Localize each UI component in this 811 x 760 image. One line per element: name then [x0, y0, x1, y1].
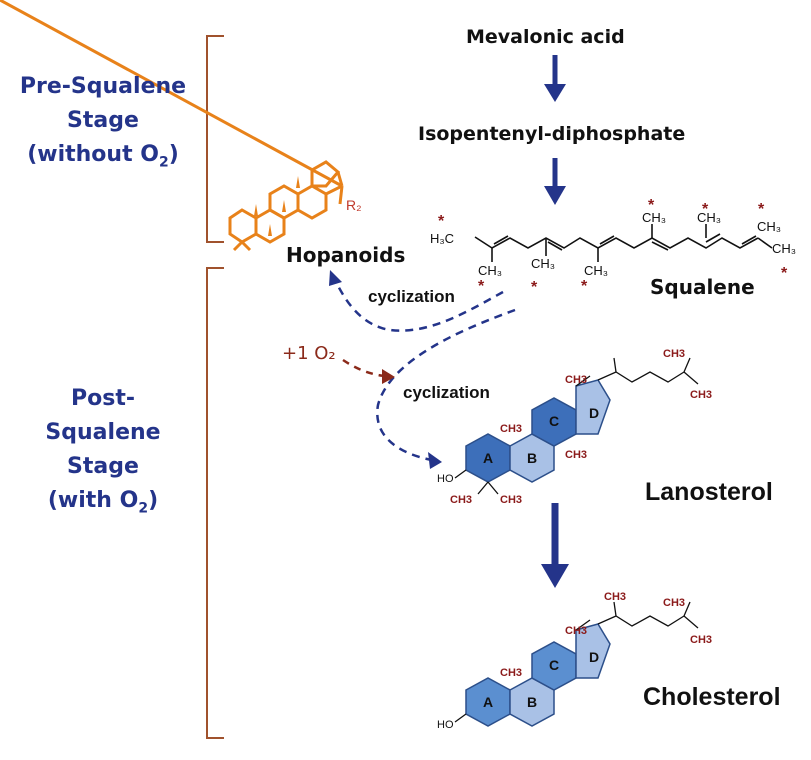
star-2: * [478, 278, 485, 295]
oxygen-label: +1 O₂ [282, 343, 336, 364]
svg-text:CH3: CH3 [500, 423, 522, 435]
pre-squalene-stage-label: Pre-Squalene Stage (without O2) [19, 74, 187, 171]
svg-text:CH3: CH3 [565, 374, 587, 386]
star-3: * [531, 279, 538, 296]
arrow-lanosterol-to-cholesterol [541, 503, 569, 588]
squalene-ch3-3: CH₃ [584, 263, 608, 278]
star-5: * [648, 197, 655, 214]
hopanoids-label: Hopanoids [286, 243, 406, 267]
svg-text:CH3: CH3 [690, 634, 712, 646]
squalene-methyl-labels: H₃C CH₃ CH₃ CH₃ CH₃ CH₃ CH₃ CH₃ [430, 210, 796, 278]
star-8: * [781, 265, 788, 282]
star-4: * [581, 278, 588, 295]
lanosterol-structure [465, 379, 611, 483]
svg-text:CH3: CH3 [500, 494, 522, 506]
lanosterol-ho: HO [437, 473, 454, 485]
cholesterol-label: Cholesterol [643, 683, 781, 711]
svg-text:B: B [527, 694, 537, 710]
svg-text:CH3: CH3 [663, 348, 685, 360]
cholesterol-ho: HO [437, 719, 454, 731]
squalene-chain [474, 224, 773, 262]
oxygen-arrow [342, 358, 395, 384]
squalene-ch3-5: CH₃ [697, 210, 721, 225]
svg-text:C: C [549, 413, 559, 429]
mevalonic-acid-label: Mevalonic acid [466, 26, 625, 48]
svg-text:CH3: CH3 [604, 591, 626, 603]
hopanoid-r2-label: R₂ [346, 197, 362, 213]
arrow-mevalonic-to-ipp [544, 55, 566, 102]
cyclization-label-2: cyclization [403, 383, 490, 402]
lanosterol-label: Lanosterol [645, 478, 773, 506]
dashed-arrow-to-hopanoids [329, 270, 504, 332]
ipp-label: Isopentenyl-diphosphate [418, 123, 686, 145]
star-1: * [438, 213, 445, 230]
bracket-pre-squalene [206, 35, 224, 243]
svg-text:D: D [589, 405, 599, 421]
arrow-ipp-to-squalene [544, 158, 566, 205]
svg-text:D: D [589, 649, 599, 665]
squalene-ch3-6: CH₃ [757, 219, 781, 234]
svg-text:CH3: CH3 [565, 449, 587, 461]
squalene-h3c-label: H₃C [430, 231, 454, 246]
hopanoid-structure [0, 0, 344, 252]
svg-text:A: A [483, 694, 493, 710]
svg-text:A: A [483, 450, 493, 466]
post-squalene-stage-label: Post- Squalene Stage (with O2) [45, 386, 161, 517]
cholesterol-methyl-labels: CH3 CH3 CH3 CH3 CH3 [500, 591, 712, 679]
squalene-ch3-4: CH₃ [642, 210, 666, 225]
svg-text:CH3: CH3 [690, 389, 712, 401]
cyclization-label-1: cyclization [368, 287, 455, 306]
svg-text:C: C [549, 657, 559, 673]
lanosterol-bonds [454, 357, 699, 495]
squalene-ch3-2: CH₃ [531, 256, 555, 271]
cholesterol-structure [465, 623, 611, 727]
squalene-ch3-7: CH₃ [772, 241, 796, 256]
svg-text:CH3: CH3 [450, 494, 472, 506]
dashed-arrow-to-lanosterol [376, 308, 516, 469]
squalene-ch3-1: CH₃ [478, 263, 502, 278]
squalene-label: Squalene [650, 275, 755, 299]
hopanoid-methyl-wedges [254, 176, 300, 236]
lanosterol-methyl-labels: CH3 CH3 CH3 CH3 CH3 CH3 CH3 [450, 348, 712, 506]
cholesterol-ring-labels: A B C D [483, 649, 599, 710]
cholesterol-bonds [454, 601, 699, 723]
bracket-post-squalene [206, 267, 224, 739]
star-7: * [758, 201, 765, 218]
squalene-stars: * * * * * * * * [438, 197, 788, 296]
svg-text:CH3: CH3 [500, 667, 522, 679]
svg-text:CH3: CH3 [663, 597, 685, 609]
svg-text:CH3: CH3 [565, 625, 587, 637]
star-6: * [702, 201, 709, 218]
svg-text:B: B [527, 450, 537, 466]
lanosterol-ring-labels: A B C D [483, 405, 599, 466]
